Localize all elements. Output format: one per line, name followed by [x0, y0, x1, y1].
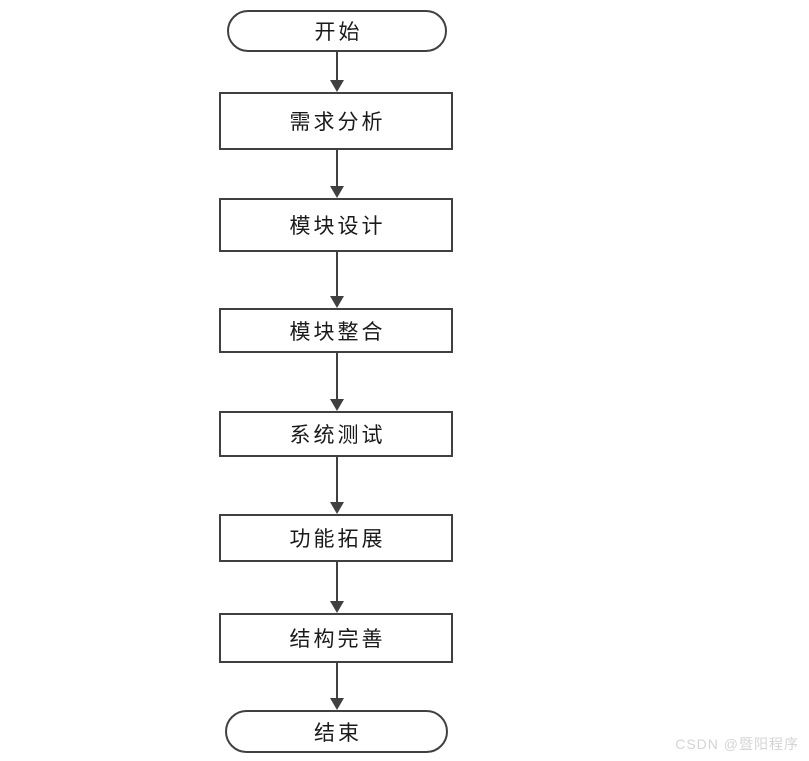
flow-node-module-design: 模块设计	[219, 198, 453, 252]
flow-node-label: 需求分析	[289, 110, 386, 134]
flow-node-system-testing: 系统测试	[219, 411, 453, 457]
flow-node-label: 开始	[314, 20, 363, 44]
arrow-stem	[335, 562, 338, 601]
arrowhead-down-icon	[329, 601, 344, 613]
flow-node-end: 结束	[225, 710, 448, 753]
arrowhead-down-icon	[329, 80, 344, 92]
arrowhead-down-icon	[329, 502, 344, 514]
flow-arrow-down	[329, 353, 344, 411]
flow-arrow-down	[329, 252, 344, 308]
flow-node-label: 系统测试	[289, 423, 386, 447]
flow-arrow-down	[329, 663, 344, 710]
flow-arrow-down	[329, 457, 344, 514]
arrow-stem	[335, 457, 338, 502]
flow-node-label: 模块设计	[289, 214, 386, 238]
arrowhead-down-icon	[329, 399, 344, 411]
arrow-stem	[335, 663, 338, 698]
arrowhead-down-icon	[329, 186, 344, 198]
watermark: CSDN @暨阳程序	[675, 736, 799, 752]
arrow-stem	[335, 150, 338, 186]
flow-arrow-down	[329, 150, 344, 198]
flow-node-start: 开始	[227, 10, 447, 52]
flow-node-label: 结束	[314, 720, 362, 745]
flow-node-structure-improvement: 结构完善	[219, 613, 453, 663]
flow-arrow-down	[329, 52, 344, 92]
flow-node-requirements-analysis: 需求分析	[219, 92, 453, 150]
flow-node-label: 模块整合	[289, 319, 386, 344]
flow-node-label: 结构完善	[289, 627, 386, 651]
flow-node-feature-expansion: 功能拓展	[219, 514, 453, 562]
arrow-stem	[335, 52, 338, 80]
flow-arrow-down	[329, 562, 344, 613]
flow-node-module-integration: 模块整合	[219, 308, 453, 353]
arrow-stem	[335, 252, 338, 296]
arrowhead-down-icon	[329, 698, 344, 710]
arrowhead-down-icon	[329, 296, 344, 308]
flow-node-label: 功能拓展	[289, 527, 386, 551]
arrow-stem	[335, 353, 338, 399]
